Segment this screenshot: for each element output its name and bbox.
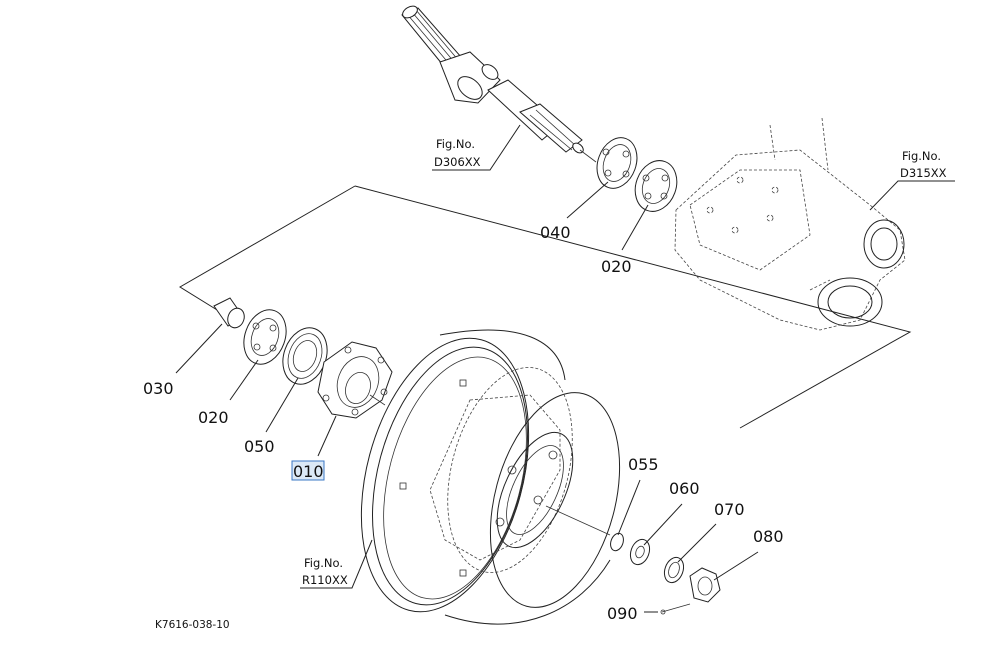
part-label-040[interactable]: 040 <box>540 223 571 242</box>
part-label-020-upper[interactable]: 020 <box>601 257 632 276</box>
cotter-pin-090 <box>660 603 691 615</box>
bearing-020-upper <box>634 160 678 212</box>
fig-ref-d315-caption: Fig.No. <box>902 149 941 163</box>
fig-ref-d315-number[interactable]: D315XX <box>900 166 947 180</box>
assembly-frame <box>354 185 912 429</box>
assembly-frame-left <box>179 185 356 314</box>
part-label-020-lower[interactable]: 020 <box>198 408 229 427</box>
part-label-080[interactable]: 080 <box>753 527 784 546</box>
washer-060 <box>629 538 651 566</box>
selected-part-highlight <box>291 460 325 481</box>
bearing-040 <box>596 137 638 189</box>
fig-ref-d306-caption: Fig.No. <box>436 137 475 151</box>
part-label-060[interactable]: 060 <box>669 479 700 498</box>
part-label-055[interactable]: 055 <box>628 455 659 474</box>
axle-housing <box>674 117 906 331</box>
leader-lines <box>175 124 955 613</box>
fig-ref-d306-number[interactable]: D306XX <box>434 155 481 169</box>
ring-055 <box>610 532 624 552</box>
part-label-050[interactable]: 050 <box>244 437 275 456</box>
part-label-090[interactable]: 090 <box>607 604 638 623</box>
nut-080 <box>689 567 721 603</box>
fig-ref-r110-caption: Fig.No. <box>304 556 343 570</box>
part-label-010[interactable]: 010 <box>293 462 324 481</box>
drive-shaft <box>401 5 597 163</box>
diagram-code: K7616-038-10 <box>155 619 230 631</box>
washer-070 <box>663 556 685 584</box>
hub-010 <box>317 341 393 419</box>
fig-ref-r110-number[interactable]: R110XX <box>302 573 348 587</box>
part-label-030[interactable]: 030 <box>143 379 174 398</box>
part-label-070[interactable]: 070 <box>714 500 745 519</box>
wheel-rim <box>360 329 621 625</box>
collar-030 <box>213 297 245 329</box>
